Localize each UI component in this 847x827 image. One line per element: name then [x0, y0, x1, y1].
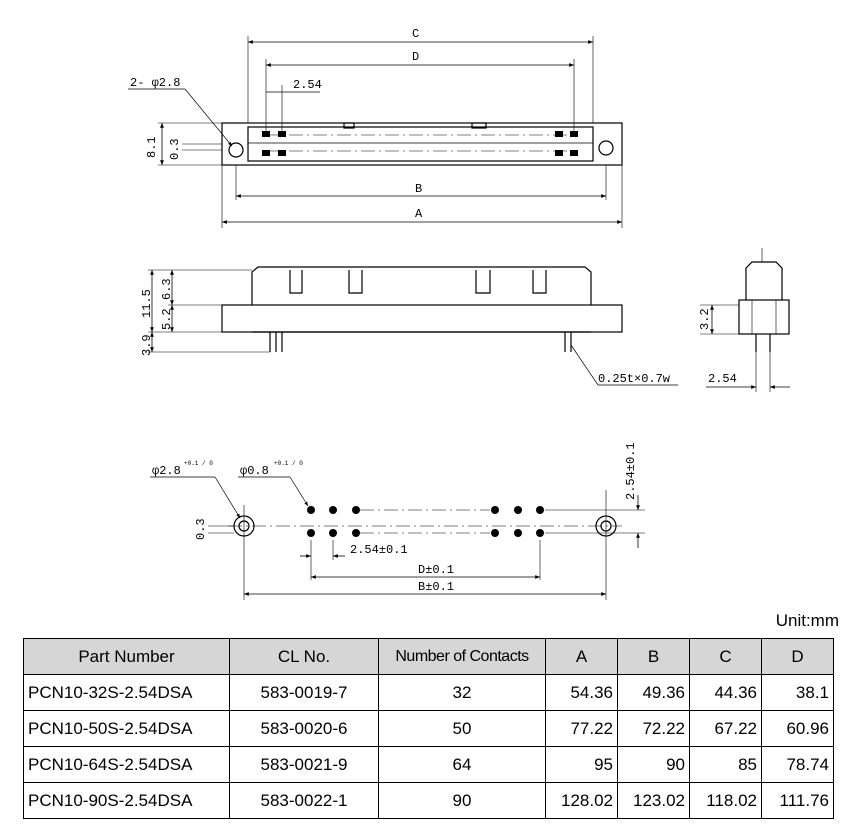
end-view-labels: 3.2 2.54: [698, 308, 737, 386]
unit-label: Unit:mm: [775, 611, 839, 630]
dim-height: 8.1: [145, 136, 159, 158]
table-row: PCN10-32S-2.54DSA 583-0019-7 32 54.36 49…: [23, 674, 834, 711]
dim-big-hole: φ2.8: [152, 464, 181, 478]
col-contacts: Number of Contacts: [378, 638, 546, 675]
table-row: PCN10-50S-2.54DSA 583-0020-6 50 77.22 72…: [23, 710, 834, 747]
side-view: [148, 266, 678, 386]
cell-d: 111.76: [761, 782, 834, 819]
col-part-number: Part Number: [23, 638, 230, 675]
dim-pcb-b: B±0.1: [418, 580, 454, 594]
dim-d: D: [412, 50, 419, 64]
cell-b: 90: [617, 746, 690, 783]
cell-d: 60.96: [761, 710, 834, 747]
col-cl-no: CL No.: [229, 638, 379, 675]
top-view-labels: C D 2.54 2- φ2.8 B A 8.1 0.3: [130, 27, 423, 221]
dim-3-9: 3.9: [140, 334, 154, 356]
dim-end-pitch: 2.54: [708, 372, 737, 386]
cell-c: 118.02: [689, 782, 762, 819]
dim-11-5: 11.5: [140, 289, 154, 318]
pcb-layout: [150, 476, 645, 600]
cell-d: 38.1: [761, 674, 834, 711]
dim-big-hole-tol: +0.1 / 0: [184, 460, 213, 467]
dim-pcb-offset: 0.3: [194, 518, 208, 540]
table-row: PCN10-64S-2.54DSA 583-0021-9 64 95 90 85…: [23, 746, 834, 783]
dim-pcb-d: D±0.1: [418, 563, 454, 577]
dim-pitch: 2.54: [293, 78, 322, 92]
cell-contacts: 64: [378, 746, 546, 783]
end-view: [700, 248, 790, 392]
cell-d: 78.74: [761, 746, 834, 783]
cell-b: 123.02: [617, 782, 690, 819]
cell-b: 49.36: [617, 674, 690, 711]
dim-6-3: 6.3: [160, 278, 174, 300]
cell-part: PCN10-32S-2.54DSA: [23, 674, 230, 711]
cell-a: 128.02: [545, 782, 618, 819]
cell-contacts: 32: [378, 674, 546, 711]
dim-offset: 0.3: [168, 138, 182, 160]
cell-contacts: 90: [378, 782, 546, 819]
top-view: [128, 36, 623, 228]
dim-small-hole-tol: +0.1 / 0: [274, 460, 303, 467]
cell-c: 85: [689, 746, 762, 783]
dim-pcb-pitch: 2.54±0.1: [350, 543, 408, 557]
cell-c: 67.22: [689, 710, 762, 747]
cell-cl: 583-0020-6: [229, 710, 379, 747]
cell-part: PCN10-90S-2.54DSA: [23, 782, 230, 819]
cell-contacts: 50: [378, 710, 546, 747]
dim-holes: 2- φ2.8: [130, 76, 180, 90]
spec-table: Part Number CL No. Number of Contacts A …: [23, 638, 834, 819]
dim-c: C: [412, 27, 419, 41]
dim-row-pitch: 2.54±0.1: [624, 442, 638, 500]
col-d: D: [761, 638, 834, 675]
cell-a: 95: [545, 746, 618, 783]
cell-a: 77.22: [545, 710, 618, 747]
cell-part: PCN10-64S-2.54DSA: [23, 746, 230, 783]
cell-b: 72.22: [617, 710, 690, 747]
cell-a: 54.36: [545, 674, 618, 711]
cell-cl: 583-0019-7: [229, 674, 379, 711]
cell-c: 44.36: [689, 674, 762, 711]
col-b: B: [617, 638, 690, 675]
table-header-row: Part Number CL No. Number of Contacts A …: [23, 638, 834, 675]
table-row: PCN10-90S-2.54DSA 583-0022-1 90 128.02 1…: [23, 782, 834, 819]
col-c: C: [689, 638, 762, 675]
col-a: A: [545, 638, 618, 675]
cell-cl: 583-0021-9: [229, 746, 379, 783]
dim-3-2: 3.2: [698, 308, 712, 330]
cell-cl: 583-0022-1: [229, 782, 379, 819]
dim-5-2: 5.2: [160, 308, 174, 330]
cell-part: PCN10-50S-2.54DSA: [23, 710, 230, 747]
dim-pin-size: 0.25t×0.7w: [598, 372, 671, 386]
dim-small-hole: φ0.8: [240, 464, 269, 478]
dim-b: B: [415, 182, 422, 196]
dim-a: A: [415, 207, 423, 221]
pcb-layout-labels: φ2.8 +0.1 / 0 φ0.8 +0.1 / 0 0.3 2.54±0.1…: [152, 442, 638, 594]
side-view-labels: 11.5 6.3 5.2 3.9 0.25t×0.7w: [140, 278, 671, 386]
dimension-drawing: C D 2.54 2- φ2.8 B A 8.1 0.3: [128, 27, 790, 600]
